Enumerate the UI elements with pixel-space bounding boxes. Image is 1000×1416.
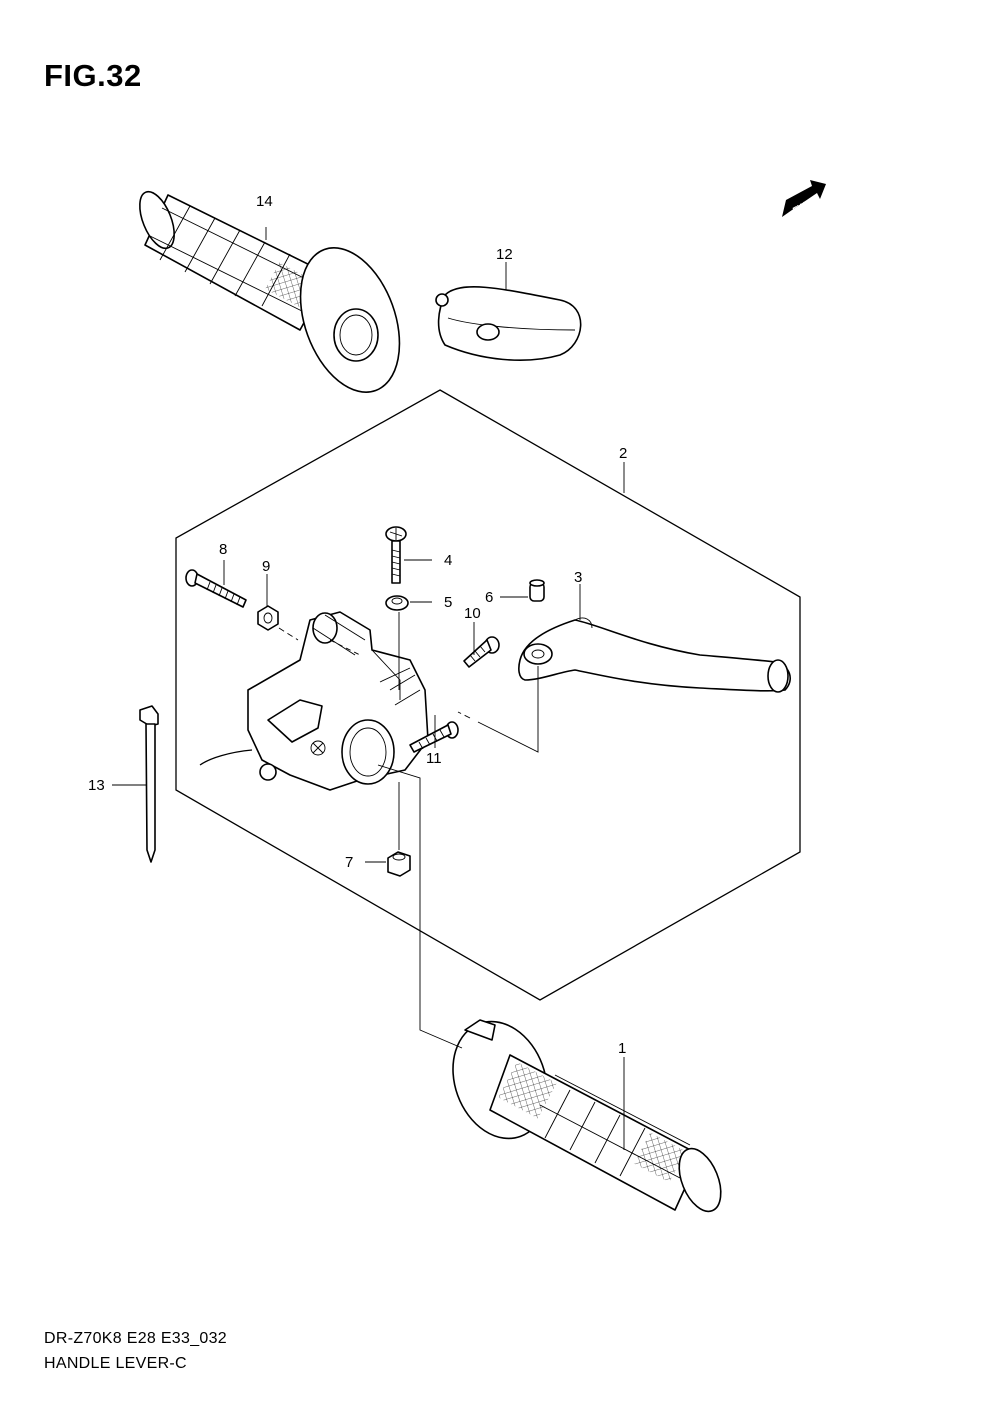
- assembly-boundary: [175, 389, 801, 1001]
- lever-cover-part-12: [435, 286, 582, 361]
- figure-title: FIG.32: [44, 58, 142, 93]
- callout-9: 9: [262, 558, 270, 575]
- callout-1: 1: [618, 1040, 626, 1057]
- callout-3: 3: [574, 569, 582, 586]
- callout-11: 11: [426, 750, 442, 767]
- callout-13: 13: [88, 777, 105, 794]
- callout-4: 4: [444, 552, 452, 569]
- callout-7: 7: [345, 854, 353, 871]
- cable-tie-part-13: [139, 705, 159, 863]
- bolt-part-8: [185, 569, 247, 608]
- screw-part-4: [385, 526, 407, 584]
- callout-8: 8: [219, 541, 227, 558]
- callout-5: 5: [444, 594, 452, 611]
- grip-left-part-14: [139, 190, 401, 393]
- callout-10: 10: [464, 605, 481, 622]
- bolt-part-10: [463, 636, 500, 668]
- callout-2: 2: [619, 445, 627, 462]
- callout-6: 6: [485, 589, 493, 606]
- collar-part-6: [529, 579, 545, 602]
- lever-holder: [199, 611, 429, 791]
- nut-part-9: [257, 605, 279, 631]
- callout-12: 12: [496, 246, 513, 263]
- diagram-code: DR-Z70K8 E28 E33_032: [44, 1330, 227, 1347]
- diagram-name: HANDLE LEVER-C: [44, 1355, 187, 1372]
- bolt-part-11: [409, 721, 459, 753]
- callout-14: 14: [256, 193, 273, 210]
- washer-part-5: [385, 595, 409, 611]
- nut-part-7: [387, 851, 411, 877]
- callout-labels: 1 2 3 4 5 6 7 8 9 10 11 12 13 14: [88, 193, 627, 1057]
- leader-lines: [112, 227, 625, 1150]
- clutch-lever-part-3: [518, 617, 791, 693]
- fwd-arrow-icon: FWD: [782, 180, 826, 217]
- grip-right-part-1: [452, 1019, 722, 1213]
